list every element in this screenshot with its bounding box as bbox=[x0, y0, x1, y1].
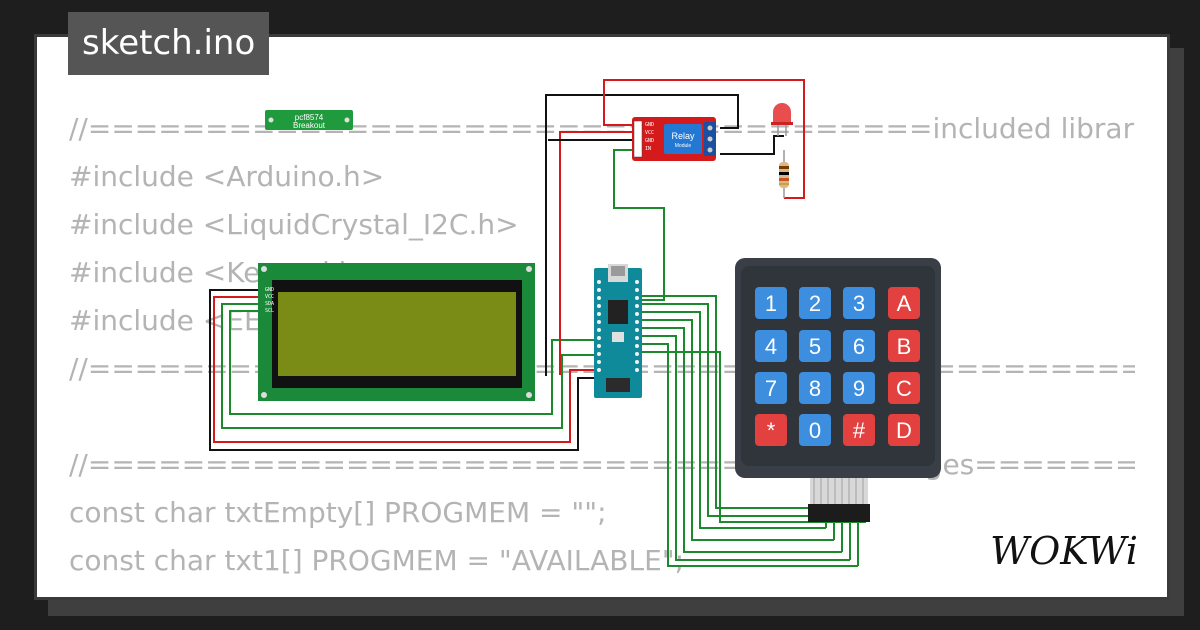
code-line: const char txtEmpty[] PROGMEM = ""; bbox=[69, 496, 607, 529]
keypad-key[interactable]: 9 bbox=[843, 372, 875, 404]
relay-module[interactable]: GND VCC GND IN Relay Module bbox=[632, 117, 716, 161]
keypad-key-label: 9 bbox=[853, 376, 865, 401]
wire-lcd-gnd bbox=[209, 289, 600, 451]
keypad-keys: 1 2 3 A 4 5 6 B 7 8 9 C * 0 # D bbox=[755, 287, 920, 446]
keypad-key-label: A bbox=[897, 291, 912, 316]
keypad-key[interactable]: C bbox=[888, 372, 920, 404]
relay-pin-in: IN bbox=[645, 146, 651, 152]
keypad-key[interactable]: B bbox=[888, 330, 920, 362]
keypad-key-label: 4 bbox=[765, 334, 777, 359]
wire-key-8 bbox=[640, 351, 866, 523]
keypad-key-label: * bbox=[767, 418, 776, 443]
keypad-key[interactable]: 1 bbox=[755, 287, 787, 319]
code-line: #include <Arduino.h> bbox=[69, 160, 385, 193]
pcf8574-label: pcf8574 bbox=[295, 113, 324, 122]
relay-pin-vcc: VCC bbox=[645, 130, 654, 136]
lcd-pin-gnd: GND bbox=[265, 287, 274, 293]
keypad-key[interactable]: # bbox=[843, 414, 875, 446]
keypad-key-label: 5 bbox=[809, 334, 821, 359]
resistor[interactable] bbox=[779, 150, 789, 198]
pcf8574-breakout[interactable]: pcf8574 Breakout bbox=[265, 110, 353, 130]
relay-sublabel: Module bbox=[675, 143, 692, 149]
wokwi-logo: WOKWi bbox=[978, 526, 1150, 576]
keypad-key-label: 7 bbox=[765, 376, 777, 401]
keypad-key[interactable]: 8 bbox=[799, 372, 831, 404]
keypad-key-label: C bbox=[896, 376, 912, 401]
pcf8574-sublabel: Breakout bbox=[293, 121, 326, 130]
keypad-key-label: 1 bbox=[765, 291, 777, 316]
lcd-pin-scl: SCL bbox=[265, 308, 274, 314]
wire-key-4 bbox=[640, 319, 834, 541]
keypad-key-label: 8 bbox=[809, 376, 821, 401]
wire-key-7 bbox=[640, 343, 858, 567]
wokwi-logo-text: WOKWi bbox=[990, 529, 1138, 573]
wire-lcd-sda bbox=[221, 303, 600, 429]
wire-relay-no bbox=[720, 135, 784, 155]
wire-key-6 bbox=[640, 335, 850, 561]
wire-key-2 bbox=[640, 303, 818, 517]
keypad-key-label: 6 bbox=[853, 334, 865, 359]
code-line: const char txt1[] PROGMEM = "AVAILABLE"; bbox=[69, 544, 685, 577]
wire-key-1 bbox=[640, 295, 810, 509]
keypad-key-label: # bbox=[853, 418, 866, 443]
keypad-key[interactable]: 4 bbox=[755, 330, 787, 362]
file-name-tab[interactable]: sketch.ino bbox=[68, 12, 270, 75]
relay-pin-gnd: GND bbox=[645, 122, 654, 128]
keypad-key[interactable]: 7 bbox=[755, 372, 787, 404]
wire-relay-in bbox=[613, 149, 665, 301]
wire-key-3 bbox=[640, 311, 826, 529]
wire-lcd-vcc bbox=[213, 296, 600, 443]
keypad-key-label: 0 bbox=[809, 418, 821, 443]
membrane-keypad[interactable]: 1 2 3 A 4 5 6 B 7 8 9 C * 0 # D bbox=[735, 258, 941, 522]
keypad-key[interactable]: * bbox=[755, 414, 787, 446]
arduino-nano[interactable] bbox=[594, 264, 642, 398]
keypad-key-label: B bbox=[897, 334, 912, 359]
code-line: #include <LiquidCrystal_I2C.h> bbox=[69, 208, 519, 241]
wire-relay-com bbox=[603, 79, 805, 199]
keypad-key[interactable]: 2 bbox=[799, 287, 831, 319]
keypad-key-label: 2 bbox=[809, 291, 821, 316]
keypad-key[interactable]: 0 bbox=[799, 414, 831, 446]
keypad-key-label: 3 bbox=[853, 291, 865, 316]
lcd-pin-sda: SDA bbox=[265, 301, 274, 307]
wire-key-5 bbox=[640, 327, 842, 553]
keypad-key-label: D bbox=[896, 418, 912, 443]
wires bbox=[209, 79, 866, 567]
keypad-key[interactable]: A bbox=[888, 287, 920, 319]
keypad-key[interactable]: 5 bbox=[799, 330, 831, 362]
wire-relay-gnd bbox=[545, 94, 739, 376]
keypad-key[interactable]: 3 bbox=[843, 287, 875, 319]
code-line: //=============================LCD messa… bbox=[69, 448, 1135, 481]
wire-relay-vcc bbox=[559, 131, 632, 375]
lcd-display[interactable]: GND VCC SDA SCL bbox=[258, 263, 535, 401]
keypad-key[interactable]: D bbox=[888, 414, 920, 446]
relay-label: Relay bbox=[671, 131, 695, 141]
keypad-key[interactable]: 6 bbox=[843, 330, 875, 362]
code-line: const char txt2[] PROGMEM = "PRESS"; bbox=[69, 585, 1135, 597]
red-led[interactable] bbox=[771, 103, 793, 136]
lcd-pin-vcc: VCC bbox=[265, 294, 274, 300]
relay-pin-gnd2: GND bbox=[645, 138, 654, 144]
